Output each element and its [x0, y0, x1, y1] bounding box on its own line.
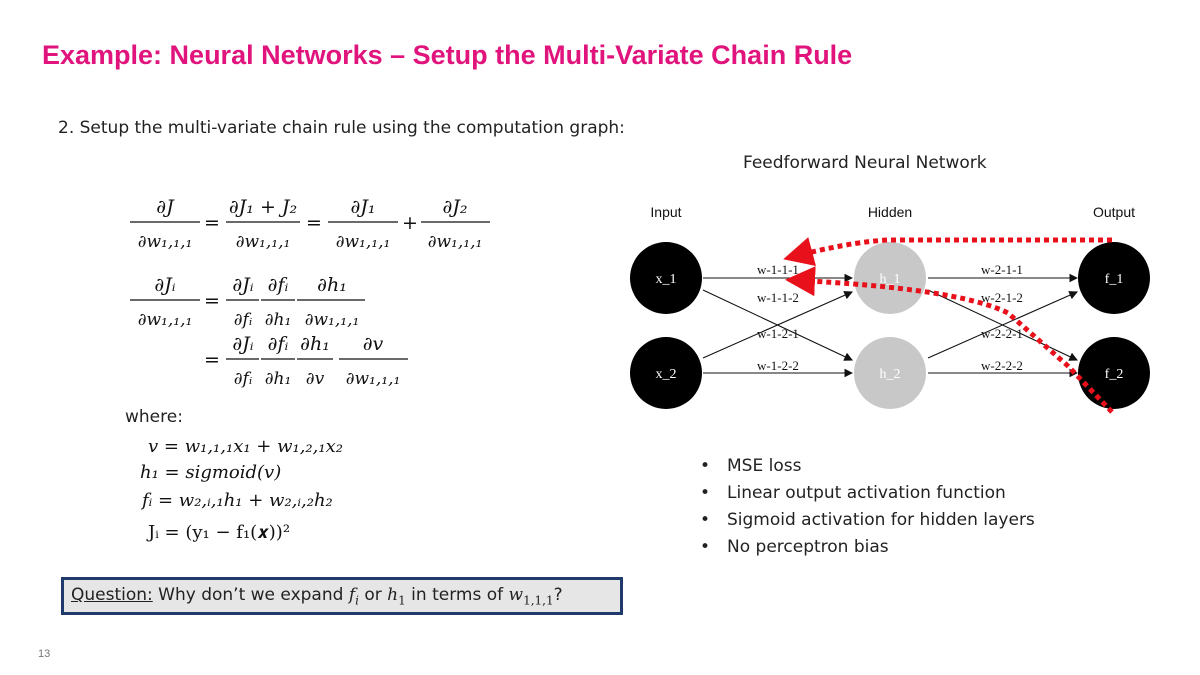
- edge-label-w121: w-1-2-1: [757, 326, 799, 341]
- page-number: 13: [38, 648, 51, 660]
- question-w-sub: 1,1,1: [523, 593, 554, 608]
- backprop-path-f1: [783, 237, 1112, 267]
- eq2-f2-den: ∂h₁: [265, 310, 292, 330]
- def-v: v = w₁,₁,₁x₁ + w₁,₂,₁x₂: [148, 436, 343, 457]
- step-text: 2. Setup the multi-variate chain rule us…: [58, 118, 625, 138]
- node-label-h2: h_2: [880, 367, 901, 382]
- node-label-h1: h_1: [880, 272, 901, 287]
- eq2-f2-num: ∂fᵢ: [268, 274, 289, 296]
- eq3-f2-den: ∂h₁: [265, 369, 292, 389]
- equation-1: ∂J ∂w₁,₁,₁ = ∂J₁ + J₂ ∂w₁,₁,₁ = ∂J₁ ∂w₁,…: [130, 196, 490, 252]
- bullet-dot-icon: •: [700, 510, 711, 530]
- def-h1: h₁ = sigmoid(v): [140, 462, 281, 483]
- eq2-lhs-den: ∂w₁,₁,₁: [138, 310, 193, 330]
- eq2-f1-num: ∂Jᵢ: [232, 274, 253, 296]
- question-f-sub: i: [355, 593, 359, 608]
- edge-label-w122: w-1-2-2: [757, 358, 799, 373]
- edge-label-w211: w-2-1-1: [981, 262, 1023, 277]
- eq1-t1-num: ∂J₁ + J₂: [229, 196, 297, 218]
- question-text-post2: ?: [553, 585, 563, 605]
- eq1-t3-num: ∂J₂: [442, 196, 467, 218]
- eq1-t2-num: ∂J₁: [350, 196, 375, 218]
- slide-title: Example: Neural Networks – Setup the Mul…: [42, 40, 853, 70]
- node-x2: [630, 337, 702, 409]
- equation-3: = ∂Jᵢ ∂fᵢ ∂fᵢ ∂h₁ ∂h₁ ∂v ∂v ∂w₁,₁,₁: [204, 333, 408, 389]
- layer-label-input: Input: [650, 204, 681, 220]
- bullet-text: No perceptron bias: [727, 537, 889, 557]
- node-label-f1: f_1: [1105, 272, 1124, 287]
- question-text-mid: or: [358, 585, 388, 605]
- layer-label-hidden: Hidden: [868, 204, 912, 220]
- bullet-dot-icon: •: [700, 456, 711, 476]
- node-label-x1: x_1: [656, 272, 677, 287]
- edge-label-w212: w-2-1-2: [981, 290, 1023, 305]
- bullet-dot-icon: •: [700, 537, 711, 557]
- eq3-f3-num: ∂h₁: [300, 333, 330, 355]
- eq1-lhs-num: ∂J: [156, 196, 175, 218]
- node-h2: [854, 337, 926, 409]
- eq3-f2-num: ∂fᵢ: [268, 333, 289, 355]
- bullet-item: • No perceptron bias: [700, 534, 1035, 561]
- question-box: Question: Why don’t we expand fi or h1 i…: [61, 577, 623, 615]
- backprop-path-f2: [785, 266, 1114, 414]
- bullet-text: Linear output activation function: [727, 483, 1006, 503]
- eq1-equals-1: =: [204, 212, 220, 234]
- question-f-symbol: f: [348, 585, 356, 605]
- node-f2: [1078, 337, 1150, 409]
- eq2-equals: =: [204, 290, 220, 312]
- definitions: v = w₁,₁,₁x₁ + w₁,₂,₁x₂ h₁ = sigmoid(v) …: [140, 436, 343, 543]
- node-h1: [854, 242, 926, 314]
- network-caption: Feedforward Neural Network: [743, 153, 987, 173]
- eq3-f1-den: ∂fᵢ: [234, 369, 253, 389]
- eq2-lhs-num: ∂Jᵢ: [154, 274, 175, 296]
- bullet-dot-icon: •: [700, 483, 711, 503]
- bullet-text: Sigmoid activation for hidden layers: [727, 510, 1035, 530]
- eq2-f1-den: ∂fᵢ: [234, 310, 253, 330]
- eq3-f4-num: ∂v: [363, 333, 384, 355]
- assumptions-list: • MSE loss • Linear output activation func…: [700, 453, 1035, 561]
- eq1-t2-den: ∂w₁,₁,₁: [336, 232, 391, 252]
- edge-w121: [702, 291, 854, 359]
- edge-label-w111: w-1-1-1: [757, 262, 799, 277]
- equation-2: ∂Jᵢ ∂w₁,₁,₁ = ∂Jᵢ ∂fᵢ ∂fᵢ ∂h₁ ∂h₁ ∂w₁,₁,…: [130, 274, 365, 330]
- chain-rule-equations: ∂J ∂w₁,₁,₁ = ∂J₁ + J₂ ∂w₁,₁,₁ = ∂J₁ ∂w₁,…: [130, 196, 490, 389]
- bullet-text: MSE loss: [727, 456, 802, 476]
- eq2-f3-num: ∂h₁: [317, 274, 347, 296]
- edge-label-w221: w-2-2-1: [981, 326, 1023, 341]
- eq3-equals: =: [204, 349, 220, 371]
- question-text-post1: in terms of: [405, 585, 509, 605]
- edge-label-w222: w-2-2-2: [981, 358, 1023, 373]
- bullet-item: • Sigmoid activation for hidden layers: [700, 507, 1035, 534]
- node-f1: [1078, 242, 1150, 314]
- eq2-f3-den: ∂w₁,₁,₁: [305, 310, 360, 330]
- node-x1: [630, 242, 702, 314]
- eq3-f1-num: ∂Jᵢ: [232, 333, 253, 355]
- bullet-item: • Linear output activation function: [700, 480, 1035, 507]
- def-ji: Jᵢ = (y₁ − f₁(𝒙))²: [146, 522, 290, 543]
- node-label-f2: f_2: [1105, 367, 1124, 382]
- eq1-plus: +: [402, 212, 418, 234]
- eq1-t3-den: ∂w₁,₁,₁: [428, 232, 483, 252]
- eq3-f3-den: ∂v: [306, 369, 325, 389]
- question-w-symbol: w: [508, 585, 524, 605]
- edge-w221: [927, 291, 1079, 359]
- node-label-x2: x_2: [656, 367, 677, 382]
- network-diagram: Input Hidden Output w-1-1-1 w-1-1-2 w-1-…: [630, 204, 1150, 414]
- question-h-sub: 1: [398, 593, 406, 608]
- eq3-f4-den: ∂w₁,₁,₁: [346, 369, 401, 389]
- question-text-pre: Why don’t we expand: [152, 585, 349, 605]
- question-label: Question:: [71, 585, 153, 605]
- eq1-t1-den: ∂w₁,₁,₁: [236, 232, 291, 252]
- eq1-lhs-den: ∂w₁,₁,₁: [138, 232, 193, 252]
- eq1-equals-2: =: [306, 212, 322, 234]
- edge-label-w112: w-1-1-2: [757, 290, 799, 305]
- where-label: where:: [125, 407, 183, 427]
- layer-label-output: Output: [1093, 204, 1135, 220]
- bullet-item: • MSE loss: [700, 453, 1035, 480]
- question-h-symbol: h: [387, 585, 399, 605]
- def-fi: fᵢ = w₂,ᵢ,₁h₁ + w₂,ᵢ,₂h₂: [140, 490, 333, 511]
